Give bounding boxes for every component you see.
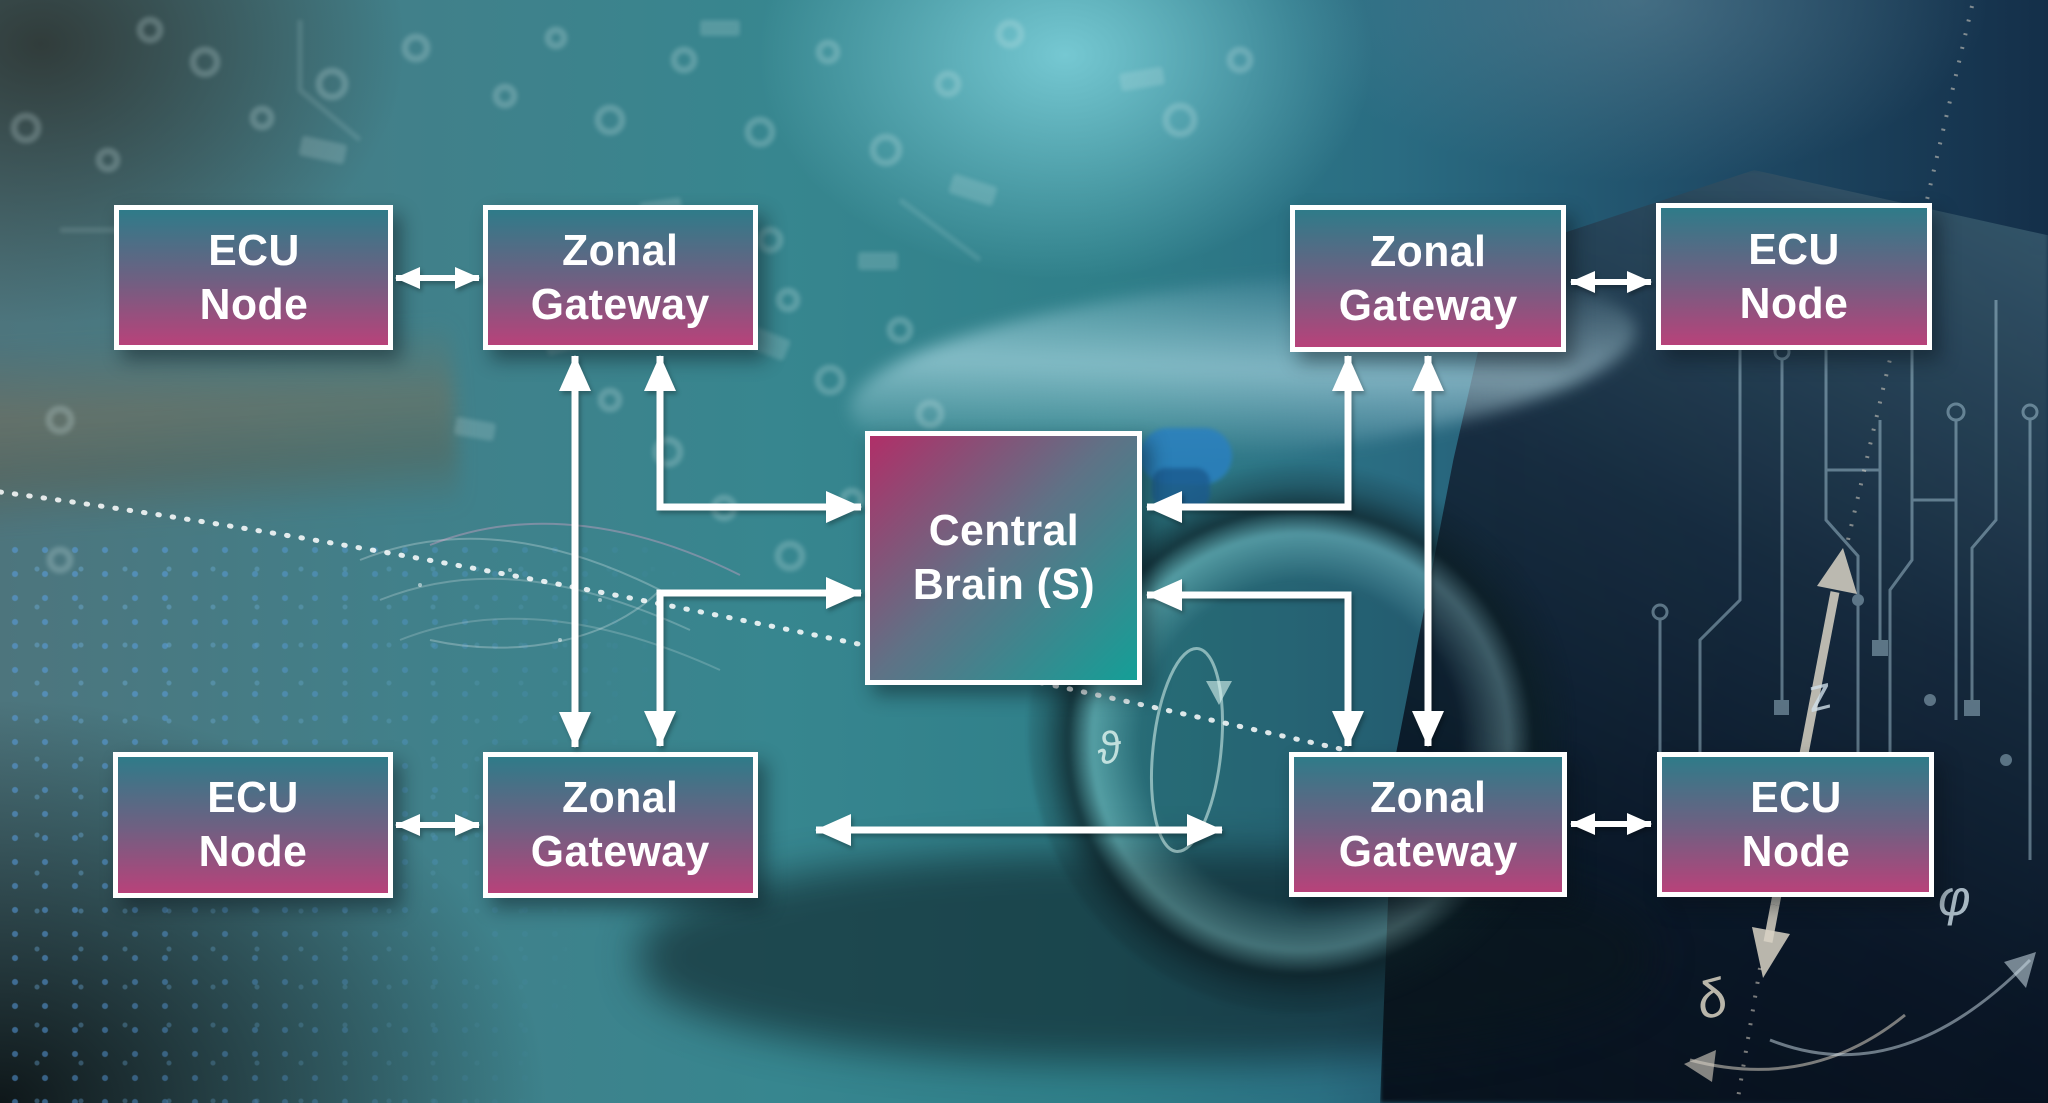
node-central-brain: Central Brain (S) [865, 431, 1142, 685]
arrow-central-zg-br [1146, 579, 1364, 747]
node-zonal-gateway-top-right: Zonal Gateway [1290, 205, 1566, 352]
node-label: ECU Node [1741, 772, 1850, 876]
node-ecu-bottom-right: ECU Node [1657, 752, 1934, 897]
arrow-central-zg-bl [644, 577, 862, 747]
node-ecu-bottom-left: ECU Node [113, 752, 393, 898]
node-label: Zonal Gateway [531, 773, 710, 876]
arrow-zg-tl-central [644, 355, 862, 523]
phi-annotation: φ [1769, 870, 2036, 1057]
node-ecu-top-right: ECU Node [1656, 203, 1932, 350]
node-label: ECU Node [198, 773, 308, 876]
node-label: ECU Node [1739, 224, 1849, 328]
node-label: ECU Node [199, 225, 308, 329]
node-label: Central Brain (S) [912, 506, 1095, 609]
node-zonal-gateway-bottom-right: Zonal Gateway [1289, 752, 1567, 897]
dotted-trajectory-line [0, 489, 1348, 753]
node-zonal-gateway-top-left: Zonal Gateway [483, 205, 758, 350]
node-label: Zonal Gateway [1338, 226, 1518, 330]
node-ecu-top-left: ECU Node [114, 205, 393, 350]
node-zonal-gateway-bottom-left: Zonal Gateway [483, 752, 758, 898]
circuit-lines-right [1651, 242, 2039, 880]
node-label: Zonal Gateway [1338, 772, 1518, 876]
arrow-zg-tr-central [1146, 355, 1364, 523]
svg-text:φ: φ [1938, 870, 1971, 926]
node-label: Zonal Gateway [531, 225, 710, 329]
